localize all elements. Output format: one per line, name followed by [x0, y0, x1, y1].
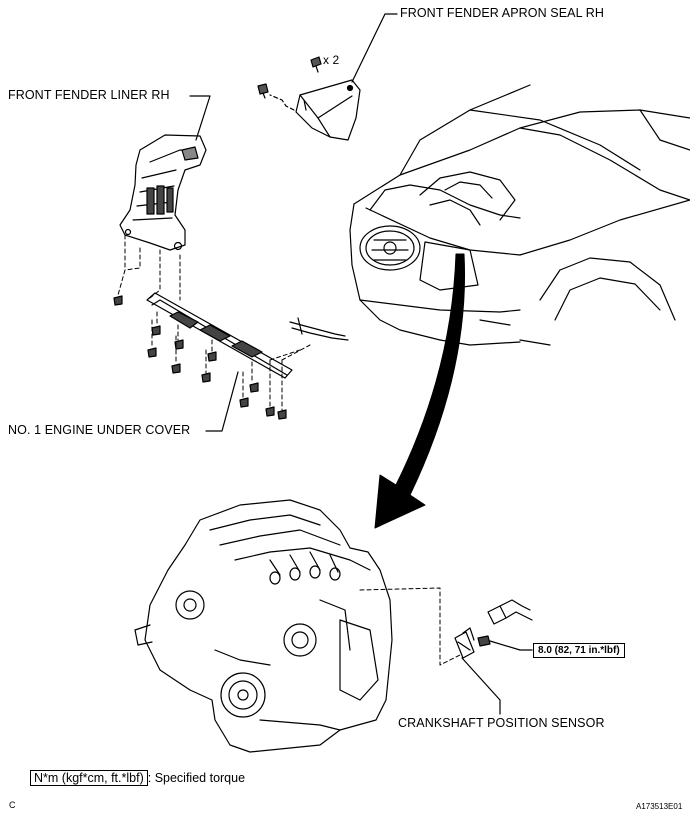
footer-left-code: C [9, 800, 16, 810]
legend-unit-box: N*m (kgf*cm, ft.*lbf) [30, 770, 148, 786]
sensor-connector [487, 599, 533, 625]
crankshaft-position-sensor [454, 627, 475, 659]
leader-under-cover [205, 371, 239, 432]
label-crankshaft-position-sensor: CRANKSHAFT POSITION SENSOR [398, 716, 605, 730]
leader-fender-liner [189, 95, 211, 141]
engine-sensor-guides [359, 587, 471, 666]
figure-id: A173513E01 [636, 802, 683, 811]
engine-block [134, 499, 393, 753]
apron-seal-clip [257, 56, 322, 99]
mount-guide-lines [117, 234, 311, 411]
vehicle-front [349, 84, 690, 346]
engine-under-cover [146, 292, 293, 379]
label-quantity-x2: x 2 [323, 53, 340, 67]
label-fender-liner: FRONT FENDER LINER RH [8, 88, 170, 102]
harness-clip [289, 317, 349, 341]
under-cover-bolts [113, 295, 287, 420]
fender-liner [119, 134, 207, 251]
leader-crankshaft [461, 657, 501, 715]
sensor-bolt [477, 635, 491, 647]
torque-legend: N*m (kgf*cm, ft.*lbf): Specified torque [30, 770, 246, 786]
leader-torque [489, 640, 533, 651]
fender-apron-seal [269, 79, 361, 141]
label-engine-under-cover: NO. 1 ENGINE UNDER COVER [8, 423, 191, 437]
legend-description: : Specified torque [147, 771, 246, 785]
curved-arrow [374, 253, 465, 529]
leader-apron-seal [351, 13, 398, 83]
torque-value-box: 8.0 (82, 71 in.*lbf) [533, 643, 625, 658]
label-fender-apron-seal: FRONT FENDER APRON SEAL RH [400, 6, 605, 20]
